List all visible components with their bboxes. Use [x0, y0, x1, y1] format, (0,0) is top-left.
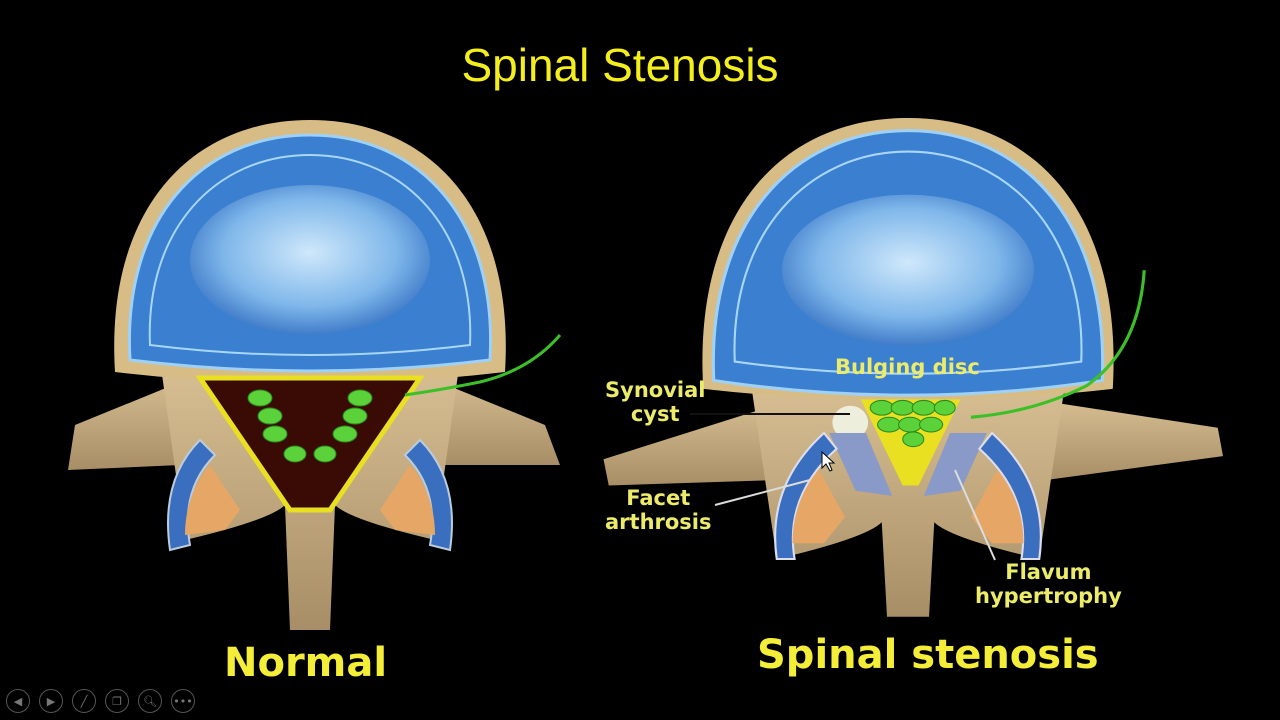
see-all-slides-button[interactable]: ❐ [105, 689, 129, 713]
nerve [970, 270, 1146, 419]
arrow-right-icon: ▶ [46, 694, 56, 708]
zoom-button[interactable]: 🔍︎ [138, 689, 162, 713]
facet-joint-left [167, 438, 217, 552]
label-flavum-hypertrophy: Flavum hypertrophy [975, 560, 1122, 608]
facet-bone-left [185, 465, 240, 535]
slideshow-controls: ◀ ▶ ╱ ❐ 🔍︎ ••• [6, 689, 195, 713]
nerve-roots [247, 389, 373, 463]
label-bulging-disc: Bulging disc [835, 355, 980, 379]
pen-icon: ╱ [80, 694, 88, 708]
caption-spinal-stenosis: Spinal stenosis [757, 632, 1099, 678]
compressed-nerve-roots [869, 399, 956, 448]
facet-bone-right [971, 469, 1024, 544]
callout-lines [690, 413, 996, 561]
label-synovial-cyst: Synovial cyst [605, 378, 706, 426]
arrow-left-icon: ◀ [13, 694, 23, 708]
magnifier-icon: 🔍︎ [143, 694, 157, 708]
facet-joint-right [403, 438, 453, 552]
caption-normal: Normal [224, 640, 388, 686]
previous-slide-button[interactable]: ◀ [6, 689, 30, 713]
facet-bone-left [792, 469, 845, 544]
transverse-process-left [603, 396, 803, 486]
normal-vertebra [68, 120, 562, 630]
nucleus [190, 185, 430, 335]
label-facet-arthrosis: Facet arthrosis [605, 486, 712, 534]
next-slide-button[interactable]: ▶ [39, 689, 63, 713]
thickened-ligament-left [829, 433, 893, 496]
nerve [404, 334, 562, 397]
slides-icon: ❐ [112, 694, 122, 708]
more-icon: ••• [173, 694, 193, 708]
facet-joint-right [977, 431, 1042, 561]
facet-bone-right [380, 465, 435, 535]
transverse-process-right [1013, 396, 1223, 481]
nucleus [782, 194, 1034, 346]
thickened-ligament-right [923, 433, 987, 496]
stenosis-vertebra [603, 118, 1223, 617]
slide-title: Spinal Stenosis [461, 39, 779, 91]
facet-joint-left [774, 431, 839, 561]
pen-button[interactable]: ╱ [72, 689, 96, 713]
cursor-icon [821, 450, 836, 472]
more-options-button[interactable]: ••• [171, 689, 195, 713]
